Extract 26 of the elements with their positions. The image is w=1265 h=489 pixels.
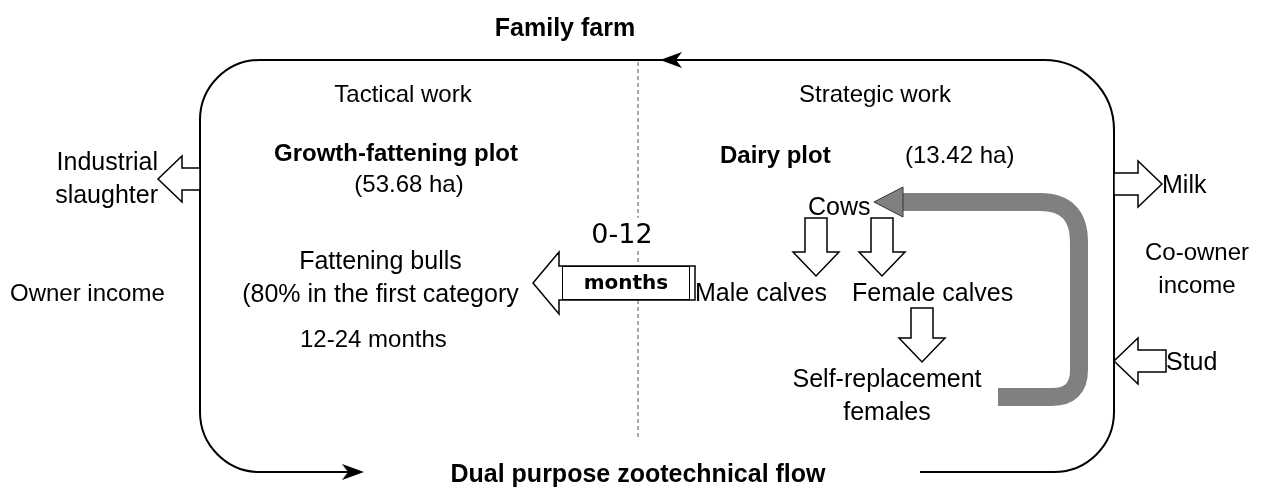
- text-label: 12-24 months: [300, 324, 448, 354]
- node-label: Fattening bulls (80% in the first category: [228, 244, 533, 310]
- node-label: Industrial slaughter: [8, 145, 158, 211]
- text-label: Co-owner income: [1143, 237, 1250, 300]
- block-arrow: [857, 217, 907, 278]
- curved-arrow: [873, 186, 1088, 406]
- block-arrow: [156, 154, 201, 204]
- block-arrow: [1112, 336, 1167, 386]
- section-heading: Growth-fattening plot: [273, 138, 519, 168]
- text-label: (53.68 ha): [353, 169, 465, 199]
- block-arrow: [1113, 159, 1164, 209]
- edge-label: months: [562, 266, 690, 300]
- section-heading: Dairy plot: [720, 140, 832, 170]
- node-label: Female calves: [852, 276, 1020, 309]
- node-label: Cows: [808, 190, 872, 223]
- text-label: Strategic work: [797, 79, 953, 109]
- diagram-title: Family farm: [493, 12, 637, 42]
- node-label: Stud: [1166, 345, 1226, 378]
- text-label: (13.42 ha): [905, 140, 1016, 170]
- block-arrow: [897, 307, 947, 364]
- node-label: Self-replacement females: [776, 362, 998, 428]
- text-label: Tactical work: [333, 79, 473, 109]
- block-arrow: [791, 217, 841, 278]
- node-label: Male calves: [695, 276, 835, 309]
- text-label: Owner income: [10, 278, 166, 308]
- node-label: Milk: [1162, 168, 1222, 201]
